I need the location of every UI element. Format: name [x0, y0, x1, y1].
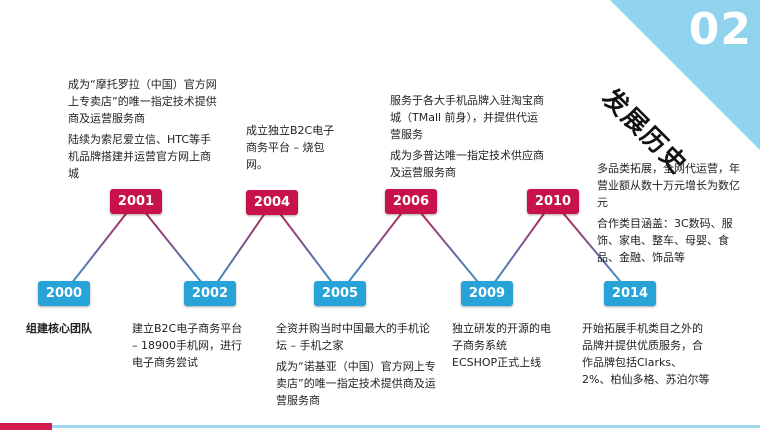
event-2004-text: 成立独立B2C电子商务平台 – 烧包网。: [246, 124, 335, 171]
event-2000: 组建核心团队: [26, 320, 116, 341]
event-2014-text: 开始拓展手机类目之外的品牌并提供优质服务，合作品牌包括Clarks、2%、柏仙多…: [582, 322, 710, 386]
event-2005-text-a: 全资并购当时中国最大的手机论坛 – 手机之家: [276, 322, 430, 352]
event-2010-text-a: 多品类拓展，全网代运营，年营业额从数十万元增长为数亿元: [597, 162, 740, 209]
event-2004: 成立独立B2C电子商务平台 – 烧包网。: [246, 122, 338, 177]
corner-decoration: [610, 0, 760, 150]
event-2000-text: 组建核心团队: [26, 322, 92, 335]
event-2005: 全资并购当时中国最大的手机论坛 – 手机之家 成为“诺基亚（中国）官方网上专卖店…: [276, 320, 440, 413]
bottom-accent: [0, 423, 52, 430]
event-2006-text-a: 服务于各大手机品牌入驻淘宝商城（TMall 前身），并提供代运营服务: [390, 94, 544, 141]
year-badge-2006: 2006: [385, 189, 437, 214]
event-2006: 服务于各大手机品牌入驻淘宝商城（TMall 前身），并提供代运营服务 成为多普达…: [390, 92, 546, 185]
event-2009: 独立研发的开源的电子商务系统ECSHOP正式上线: [452, 320, 552, 375]
event-2009-text: 独立研发的开源的电子商务系统ECSHOP正式上线: [452, 322, 551, 369]
event-2001: 成为“摩托罗拉（中国）官方网上专卖店”的唯一指定技术提供商及运营服务商 陆续为索…: [68, 76, 218, 186]
year-badge-2005: 2005: [314, 281, 366, 306]
event-2001-text-a: 成为“摩托罗拉（中国）官方网上专卖店”的唯一指定技术提供商及运营服务商: [68, 78, 217, 125]
bottom-bar: [0, 425, 760, 428]
section-number: 02: [688, 4, 752, 55]
year-badge-2009: 2009: [461, 281, 513, 306]
event-2010: 多品类拓展，全网代运营，年营业额从数十万元增长为数亿元 合作类目涵盖：3C数码、…: [597, 160, 747, 270]
year-badge-2014: 2014: [604, 281, 656, 306]
event-2010-text-b: 合作类目涵盖：3C数码、服饰、家电、整车、母婴、食品、金融、饰品等: [597, 217, 733, 264]
event-2006-text-b: 成为多普达唯一指定技术供应商及运营服务商: [390, 149, 544, 179]
event-2001-text-b: 陆续为索尼爱立信、HTC等手机品牌搭建并运营官方网上商城: [68, 133, 212, 180]
year-badge-2000: 2000: [38, 281, 90, 306]
event-2005-text-b: 成为“诺基亚（中国）官方网上专卖店”的唯一指定技术提供商及运营服务商: [276, 360, 436, 407]
event-2002-text: 建立B2C电子商务平台 – 18900手机网，进行电子商务尝试: [132, 322, 243, 369]
year-badge-2004: 2004: [246, 190, 298, 215]
year-badge-2010: 2010: [527, 189, 579, 214]
year-badge-2001: 2001: [110, 189, 162, 214]
event-2002: 建立B2C电子商务平台 – 18900手机网，进行电子商务尝试: [132, 320, 248, 375]
event-2014: 开始拓展手机类目之外的品牌并提供优质服务，合作品牌包括Clarks、2%、柏仙多…: [582, 320, 710, 392]
year-badge-2002: 2002: [184, 281, 236, 306]
